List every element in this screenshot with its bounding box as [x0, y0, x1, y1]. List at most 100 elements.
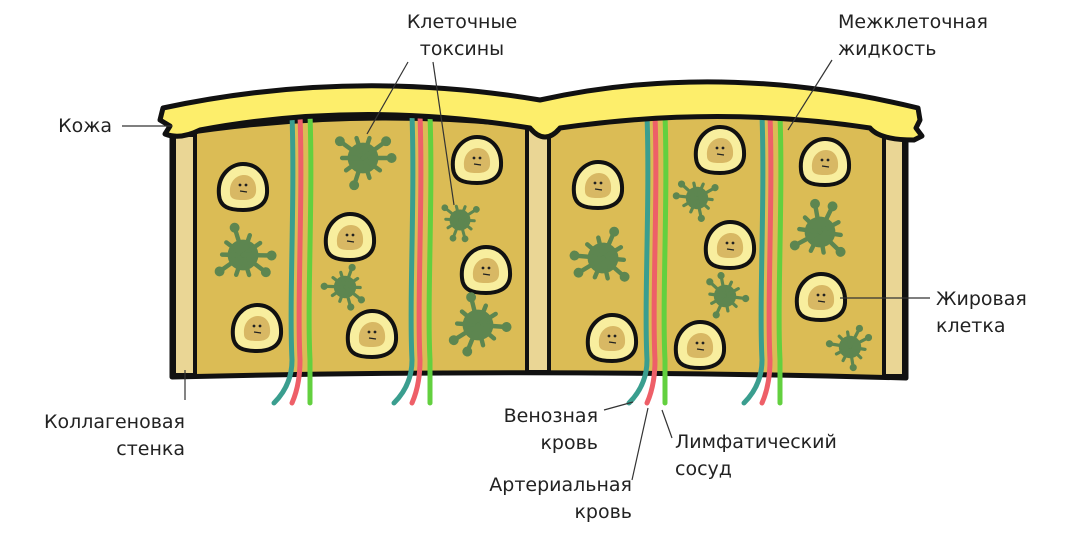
label-line: Коллагеновая: [43, 411, 185, 433]
collagen-wall-middle: [525, 126, 551, 374]
toxin-spike-tip: [449, 234, 457, 242]
fat-cell-nucleus: [463, 148, 491, 173]
eye-icon: [613, 334, 617, 338]
fat-cell-nucleus: [358, 322, 386, 347]
toxin-spike-tip: [348, 263, 356, 272]
toxin-spike-tip: [260, 267, 271, 278]
toxin-icon: [672, 180, 719, 222]
label-line: Лимфатический: [675, 431, 837, 453]
fat-cell: [585, 312, 639, 364]
toxin-spike-tip: [386, 153, 397, 163]
toxin-spike-tip: [347, 303, 355, 311]
fat-cell: [323, 211, 377, 263]
toxin-spike-tip: [320, 282, 328, 290]
fat-cell: [216, 161, 270, 213]
toxin-spike-tip: [672, 192, 680, 200]
fat-cell-nucleus: [229, 175, 257, 200]
toxin-spike-tip: [501, 322, 512, 332]
label-line: токсины: [419, 38, 505, 60]
toxin-spike-tip: [609, 226, 620, 237]
vein: [271, 112, 296, 406]
toxin-spike-tip: [810, 198, 820, 209]
fat-cell: [673, 319, 727, 371]
eye-icon: [258, 324, 262, 328]
eye-icon: [478, 156, 482, 160]
toxin-icon: [214, 222, 277, 278]
mouth-icon: [253, 331, 262, 334]
fat-cell: [450, 134, 504, 186]
eye-icon: [816, 293, 820, 297]
toxin-spike-tip: [712, 311, 720, 319]
label-lymph-vessel: Лимфатический сосуд: [675, 429, 837, 483]
toxin-spike-tip: [381, 136, 392, 147]
eye-icon: [607, 334, 611, 338]
fat-cell: [230, 302, 284, 354]
toxin-spike-tip: [573, 267, 584, 278]
eye-icon: [599, 181, 603, 185]
label-line: кровь: [540, 432, 598, 454]
toxin-spike-tip: [214, 266, 225, 277]
toxin-icon: [320, 263, 365, 311]
toxin-spike-tip: [334, 136, 345, 147]
lymph-vessel: [306, 112, 314, 406]
toxin-icon: [825, 324, 873, 372]
lymph-vessel: [661, 112, 669, 406]
mouth-icon: [817, 300, 826, 303]
eye-icon: [822, 293, 826, 297]
eye-icon: [725, 241, 729, 245]
eye-icon: [701, 341, 705, 345]
artery: [409, 112, 424, 406]
label-line: Артериальная: [489, 474, 632, 496]
toxin-icon: [441, 204, 480, 243]
fat-cell: [794, 271, 848, 323]
toxin-icon: [706, 271, 750, 319]
fat-cell: [798, 136, 852, 188]
label-line: кровь: [574, 501, 632, 523]
fat-cell-nucleus: [716, 233, 744, 258]
toxin-spike-tip: [825, 340, 834, 348]
fat-cell: [459, 244, 513, 296]
fat-cell: [345, 308, 399, 360]
toxin-spike-tip: [835, 246, 846, 257]
artery: [644, 112, 659, 406]
lymph-vessel: [776, 112, 784, 406]
mouth-icon: [594, 188, 603, 191]
eye-icon: [695, 341, 699, 345]
eye-icon: [373, 330, 377, 334]
eye-icon: [715, 146, 719, 150]
artery: [289, 112, 304, 406]
eye-icon: [487, 266, 491, 270]
toxin-spike-tip: [677, 180, 686, 188]
label-line: Жировая: [936, 288, 1027, 310]
toxin-icon: [334, 135, 397, 191]
eye-icon: [593, 181, 597, 185]
toxin-spike-tip: [711, 184, 719, 192]
toxin-spike-tip: [855, 324, 864, 333]
toxin-spike-tip: [461, 235, 469, 243]
eye-icon: [252, 324, 256, 328]
mouth-icon: [346, 240, 355, 243]
toxin-spike-tip: [789, 240, 800, 251]
leader-lines: [122, 59, 930, 481]
eye-icon: [481, 266, 485, 270]
label-line: сосуд: [675, 458, 732, 480]
collagen-wall-left: [172, 133, 197, 377]
toxin-spike-tip: [229, 222, 240, 233]
mouth-icon: [716, 153, 725, 156]
toxin-spike-tip: [827, 201, 838, 212]
eye-icon: [351, 233, 355, 237]
fat-cell-nucleus: [706, 138, 734, 163]
lymph-vessel: [426, 112, 434, 406]
label-arterial-blood: Артериальная кровь: [460, 472, 632, 526]
toxin-spike-tip: [441, 204, 449, 212]
vein: [741, 112, 766, 406]
toxin-spike-tip: [462, 346, 473, 357]
toxin-spike-tip: [357, 296, 365, 304]
toxin-spike-tip: [266, 250, 277, 261]
toxin-icon: [569, 226, 630, 282]
